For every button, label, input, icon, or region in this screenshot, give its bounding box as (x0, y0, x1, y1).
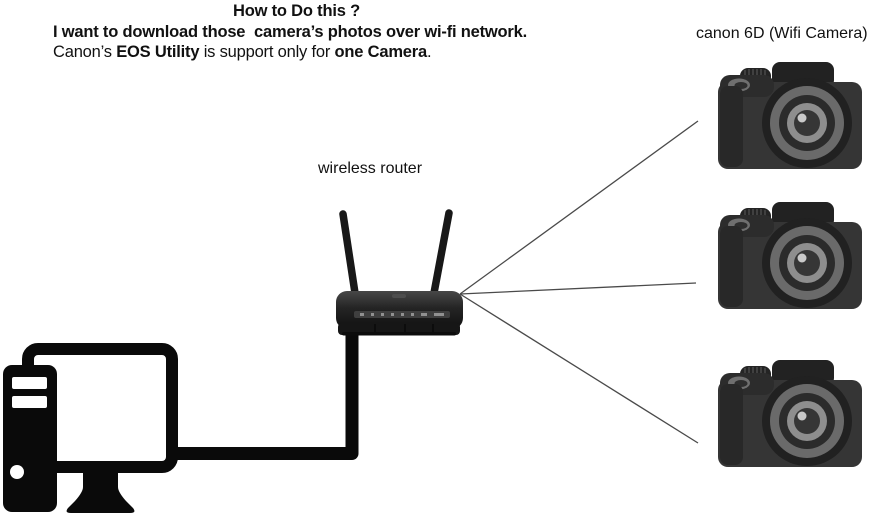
title-line-2: I want to download those camera’s photos… (53, 23, 528, 41)
camera-lens-highlight (797, 411, 807, 421)
desktop-computer-icon (3, 343, 178, 513)
camera-lens-highlight (797, 253, 807, 263)
ethernet-cable (168, 330, 359, 460)
router-antenna-left (339, 210, 359, 297)
canon-6d-camera-icon-1 (718, 62, 862, 169)
title-line-3-part: . (426, 43, 432, 61)
wireless-router-icon (336, 209, 463, 336)
camera-grip (720, 384, 743, 465)
router-led-lights (360, 313, 444, 316)
camera-lens (762, 218, 852, 308)
canon-6d-camera-icon-3 (718, 360, 862, 467)
camera-grip (720, 86, 743, 167)
title-line-3-bold-eos-utility: EOS Utility (116, 43, 200, 61)
tower-drive-slot (12, 377, 47, 389)
camera-lens (762, 78, 852, 168)
router-logo (392, 294, 406, 298)
tower-drive-slot (12, 396, 47, 408)
wifi-link-camera-2 (459, 282, 697, 295)
camera-lens-highlight (797, 113, 807, 123)
monitor-stand (66, 471, 135, 513)
camera-grip (720, 226, 743, 307)
router-label: wireless router (318, 160, 423, 177)
wifi-link-camera-3 (459, 293, 699, 444)
title-line-3-part: Canon’s (53, 43, 117, 61)
router-base-edge (342, 332, 456, 336)
title-line-3: Canon’s EOS Utility is support only for … (53, 43, 432, 62)
canon-6d-camera-icon-2 (718, 202, 862, 309)
tower-power-button (10, 465, 24, 479)
title-line-3-bold-one-camera: one Camera (334, 43, 428, 61)
title-line-1: How to Do this ? (233, 2, 360, 20)
router-antenna-right (430, 209, 453, 297)
router-body (336, 291, 463, 329)
wifi-link-camera-1 (459, 120, 699, 295)
camera-lens (762, 376, 852, 466)
title-line-3-part: is support only for (199, 43, 335, 61)
camera-group-label: canon 6D (Wifi Camera) (696, 25, 868, 42)
